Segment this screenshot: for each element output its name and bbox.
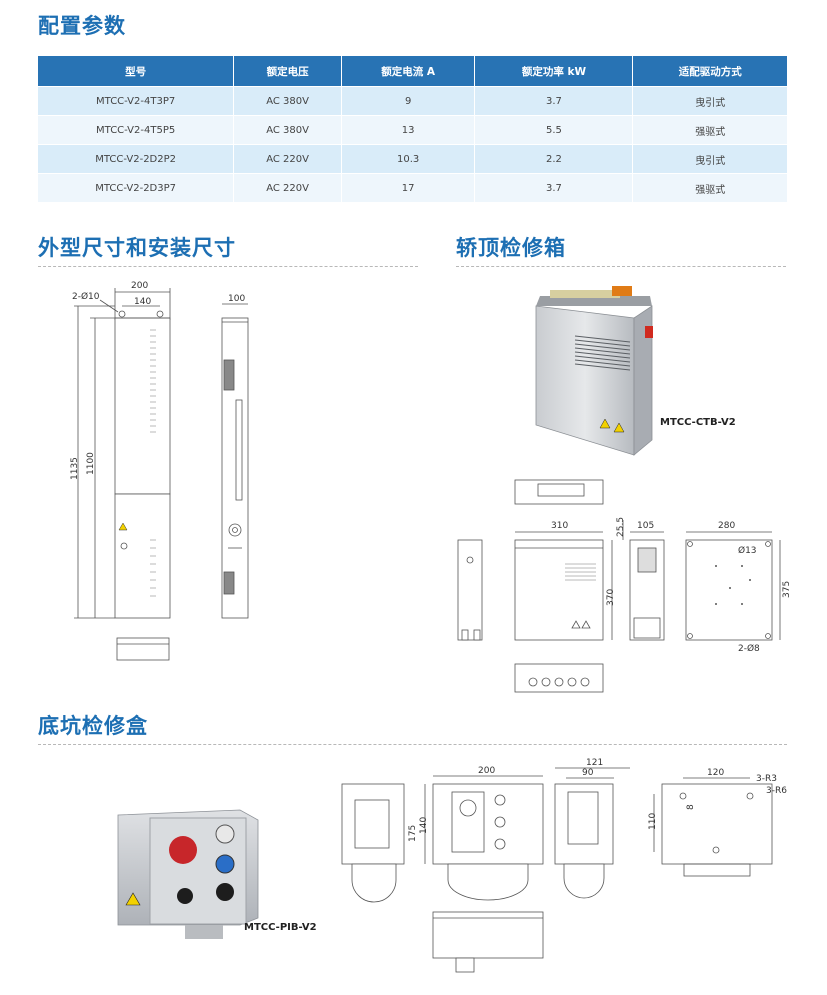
table-cell: 10.3 <box>341 144 476 174</box>
dim-label: 2-Ø10 <box>72 292 100 302</box>
cabinet-front-view <box>74 288 171 619</box>
table-cell: 5.5 <box>474 115 634 145</box>
dim-label: 370 <box>606 588 616 606</box>
dim-label: 25.5 <box>616 516 626 537</box>
divider <box>456 266 786 267</box>
col-header: 额定电压 <box>233 56 342 87</box>
dim-label: 3-R6 <box>766 786 787 796</box>
table-row: MTCC-V2-4T3P7 AC 380V 9 3.7 曳引式 <box>38 86 787 116</box>
model-label-ctb: MTCC-CTB-V2 <box>660 417 736 428</box>
model-label-pib: MTCC-PIB-V2 <box>244 922 317 933</box>
table-cell: 17 <box>341 173 476 202</box>
table-header-row: 型号 额定电压 额定电流 A 额定功率 kW 适配驱动方式 <box>38 56 787 87</box>
section-title-config: 配置参数 <box>38 14 126 38</box>
dim-label: 105 <box>637 521 655 531</box>
cabinet-bottom-view <box>116 637 170 661</box>
col-header: 型号 <box>38 56 235 87</box>
pib-product-image <box>117 809 259 939</box>
dim-label: 375 <box>782 580 792 598</box>
table-cell: 曳引式 <box>632 86 787 116</box>
dim-label: 120 <box>707 768 725 778</box>
dim-label: 175 <box>408 824 418 842</box>
table-cell: 强驱式 <box>632 173 787 202</box>
dim-label: 140 <box>419 816 429 834</box>
section-title-dimensions: 外型尺寸和安装尺寸 <box>38 236 236 260</box>
table-cell: MTCC-V2-4T5P5 <box>38 115 235 145</box>
table-cell: 2.2 <box>474 144 634 174</box>
table-cell: AC 220V <box>233 144 342 174</box>
dim-label: 280 <box>718 521 736 531</box>
dim-label: 310 <box>551 521 569 531</box>
dim-label: 1100 <box>86 452 96 475</box>
dim-label: 110 <box>648 812 658 830</box>
table-cell: AC 380V <box>233 86 342 116</box>
dim-label: 100 <box>228 294 246 304</box>
dim-label: 2-Ø8 <box>738 644 760 654</box>
table-cell: 强驱式 <box>632 115 787 145</box>
table-row: MTCC-V2-2D3P7 AC 220V 17 3.7 强驱式 <box>38 173 787 202</box>
spec-table: 型号 额定电压 额定电流 A 额定功率 kW 适配驱动方式 MTCC-V2-4T… <box>38 56 787 202</box>
dim-label: 8 <box>686 804 696 810</box>
table-cell: 3.7 <box>474 86 634 116</box>
dim-label: 121 <box>586 758 604 768</box>
table-cell: 曳引式 <box>632 144 787 174</box>
table-cell: MTCC-V2-2D3P7 <box>38 173 235 202</box>
pib-drawings <box>341 767 773 973</box>
table-row: MTCC-V2-4T5P5 AC 380V 13 5.5 强驱式 <box>38 115 787 145</box>
cabinet-side-view <box>221 303 249 619</box>
divider <box>38 266 418 267</box>
table-cell: 13 <box>341 115 476 145</box>
dim-label: 1135 <box>70 457 80 480</box>
col-header: 额定电流 A <box>341 56 476 87</box>
table-cell: MTCC-V2-2D2P2 <box>38 144 235 174</box>
col-header: 适配驱动方式 <box>632 56 787 87</box>
section-title-pit: 底坑检修盒 <box>38 714 148 738</box>
table-cell: MTCC-V2-4T3P7 <box>38 86 235 116</box>
ctb-drawings <box>457 479 781 693</box>
table-cell: AC 220V <box>233 173 342 202</box>
table-cell: 9 <box>341 86 476 116</box>
dim-label: 90 <box>582 768 594 778</box>
col-header: 额定功率 kW <box>474 56 634 87</box>
table-cell: AC 380V <box>233 115 342 145</box>
dim-label: 200 <box>478 766 496 776</box>
dim-label: Ø13 <box>738 546 757 556</box>
dim-label: 3-R3 <box>756 774 777 784</box>
table-cell: 3.7 <box>474 173 634 202</box>
ctb-product-image <box>535 286 653 456</box>
section-title-car-top: 轿顶检修箱 <box>456 236 566 260</box>
dim-label: 140 <box>134 297 152 307</box>
dim-label: 200 <box>131 281 149 291</box>
table-row: MTCC-V2-2D2P2 AC 220V 10.3 2.2 曳引式 <box>38 144 787 174</box>
divider <box>38 744 787 745</box>
